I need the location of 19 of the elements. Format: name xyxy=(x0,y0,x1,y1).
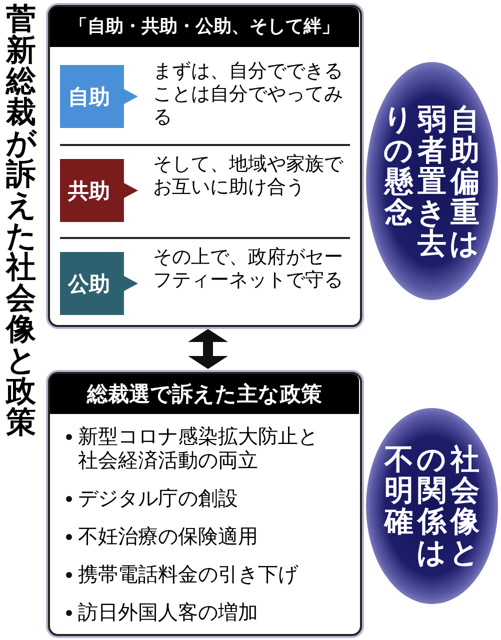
list-item: 不妊治療の保険適用 xyxy=(78,524,259,548)
list-item: 訪日外国人客の増加 xyxy=(78,600,259,624)
label-tag: 共助 xyxy=(60,159,138,222)
label-tag: 公助 xyxy=(60,252,138,315)
header-bar: 総裁選で訴えた主な政策 xyxy=(50,374,359,414)
double-arrow xyxy=(188,329,228,369)
list-item: デジタル庁の創設 xyxy=(78,486,239,510)
panel xyxy=(48,5,362,327)
callout-text: 社会像との関係は不明確 xyxy=(384,444,480,568)
list-item: 携帯電話料金の引き下げ xyxy=(78,562,300,586)
list-item: 新型コロナ感染拡大防止と社会経済活動の両立 xyxy=(78,424,319,472)
label-tag: 自助 xyxy=(60,65,138,128)
callout-text: 自助偏重は弱者置き去りの懸念 xyxy=(384,104,480,258)
policy-panel xyxy=(48,372,362,636)
description-text: まずは、自分でできることは自分でやってみる xyxy=(153,60,344,129)
description-text: その上で、政府がセーフティーネットで守る xyxy=(153,246,344,292)
title: 菅新総裁が訴えた社会像と政策 xyxy=(6,4,37,438)
header-bar: 「自助・共助・公助、そして絆」 xyxy=(50,7,359,47)
description-text: そして、地域や家族でお互いに助け合う xyxy=(153,153,344,199)
